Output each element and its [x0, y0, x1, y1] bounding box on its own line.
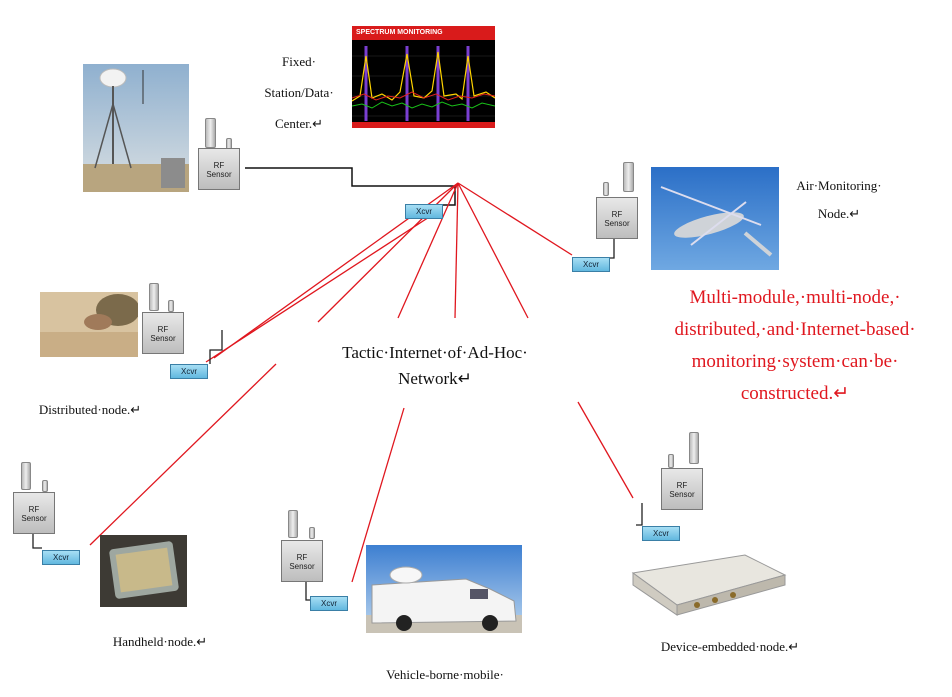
antenna [623, 162, 634, 192]
air-node-label: Air·Monitoring· Node.↵ [796, 178, 882, 221]
wired-link-fixed [245, 167, 456, 206]
distributed-node-label: Distributed·node.↵ [38, 402, 142, 417]
handheld-node-photo [100, 535, 187, 607]
link-distributed-2 [205, 209, 441, 363]
antenna [149, 283, 159, 311]
fixed-station-photo [83, 64, 189, 192]
vehicle-node-photo [366, 545, 522, 633]
xcvr-handheld: Xcvr [42, 550, 80, 565]
distributed-node-photo [40, 292, 138, 357]
handheld-node-label: Handheld·node.↵ [112, 634, 208, 649]
device-node-label: Device-embedded·node.↵ [660, 639, 800, 654]
link-handheld-2 [89, 363, 277, 546]
antenna [205, 118, 216, 148]
xcvr-device: Xcvr [642, 526, 680, 541]
link-vehicle [351, 407, 405, 583]
system-statement: Multi-module,·multi-node,· distributed,·… [674, 287, 916, 404]
air-monitoring-photo [651, 167, 779, 270]
antenna [309, 527, 315, 539]
xcvr-hub: Xcvr [405, 204, 443, 219]
link-air [457, 182, 573, 256]
spectrum-monitor-photo: SPECTRUM MONITORING [352, 26, 495, 128]
link-device [577, 401, 634, 499]
fixed-station-label: Fixed· Station/Data· Center.↵ [264, 54, 334, 131]
spectrum-title: SPECTRUM MONITORING [352, 26, 495, 40]
link-center-3 [457, 182, 529, 319]
antenna [668, 454, 674, 468]
vehicle-node-label: Vehicle-borne·mobile· [386, 667, 504, 682]
antenna [168, 300, 174, 312]
antenna [42, 480, 48, 492]
link-center-1 [397, 182, 459, 319]
xcvr-vehicle: Xcvr [310, 596, 348, 611]
network-label: Tactic·Internet·of·Ad-Hoc· Network↵ [342, 343, 528, 388]
antenna [603, 182, 609, 196]
antenna [689, 432, 699, 464]
xcvr-distributed: Xcvr [170, 364, 208, 379]
device-node-photo [625, 545, 789, 619]
antenna [21, 462, 31, 490]
link-center-2 [454, 182, 459, 319]
xcvr-air: Xcvr [572, 257, 610, 272]
antenna [288, 510, 298, 538]
